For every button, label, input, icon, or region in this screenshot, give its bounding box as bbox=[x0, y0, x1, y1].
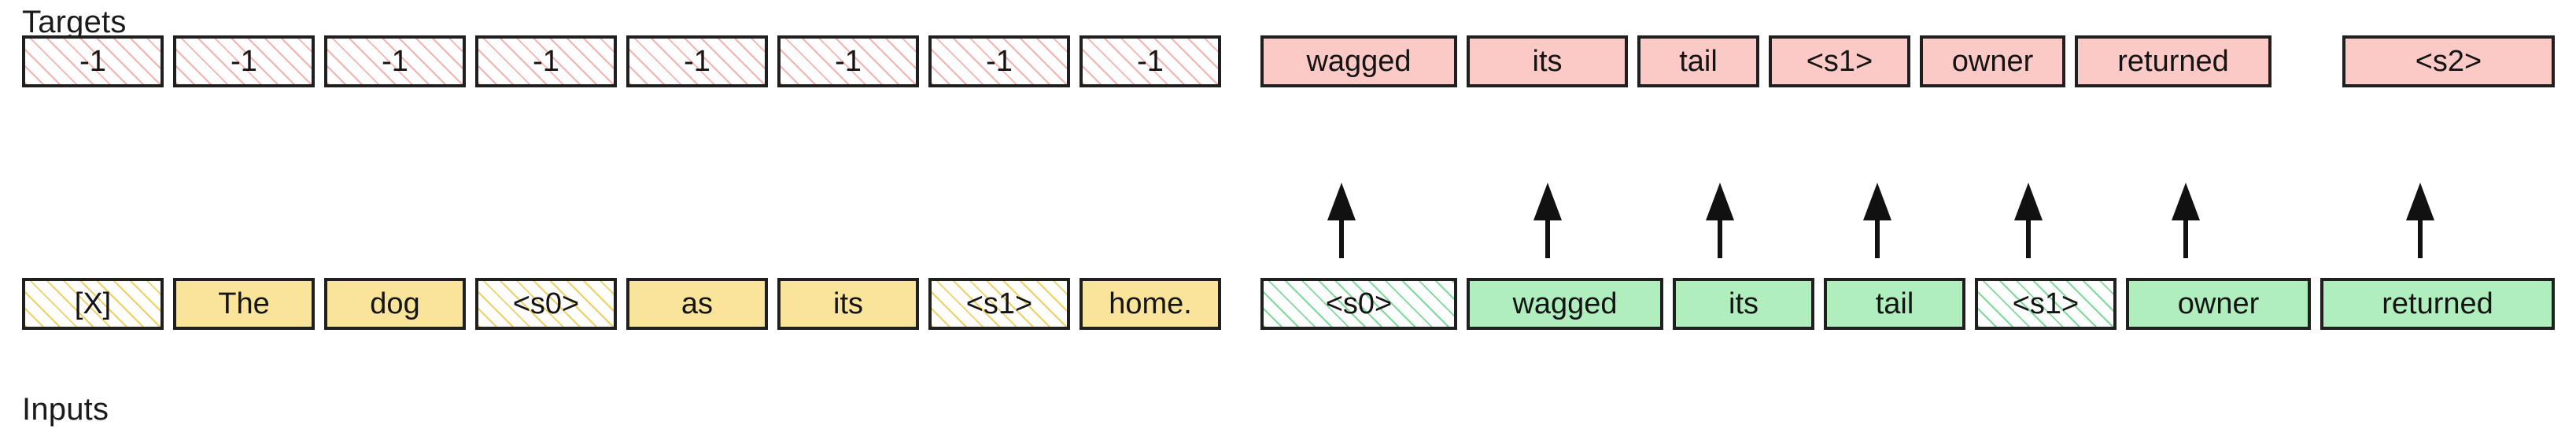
target-cell[interactable]: owner bbox=[1920, 35, 2065, 87]
input-cell[interactable]: dog bbox=[324, 278, 466, 330]
input-cell[interactable]: <s1> bbox=[928, 278, 1070, 330]
target-cell[interactable]: -1 bbox=[22, 35, 164, 87]
input-cell[interactable]: as bbox=[626, 278, 768, 330]
input-cell[interactable]: <s0> bbox=[1260, 278, 1457, 330]
input-cell[interactable]: returned bbox=[2320, 278, 2555, 330]
arrow-wagged-icon bbox=[1324, 183, 1359, 258]
input-cell[interactable]: its bbox=[777, 278, 919, 330]
target-cell-label: tail bbox=[1679, 45, 1718, 78]
arrow-owner-icon bbox=[2011, 183, 2046, 258]
input-cell-label: as bbox=[681, 287, 714, 320]
target-cell-label: -1 bbox=[79, 45, 106, 78]
target-cell[interactable]: -1 bbox=[324, 35, 466, 87]
arrow-s1-icon bbox=[1860, 183, 1895, 258]
target-cell-label: -1 bbox=[684, 45, 710, 78]
target-cell-label: <s2> bbox=[2415, 45, 2482, 78]
input-cell-label: <s0> bbox=[1325, 287, 1393, 320]
target-cell[interactable]: tail bbox=[1637, 35, 1759, 87]
input-cell-label: its bbox=[833, 287, 863, 320]
input-cell[interactable]: owner bbox=[2126, 278, 2311, 330]
arrow-s2-icon bbox=[2403, 183, 2438, 258]
target-cell-label: -1 bbox=[382, 45, 408, 78]
target-cell[interactable]: -1 bbox=[928, 35, 1070, 87]
input-cell-label: The bbox=[218, 287, 270, 320]
target-cell[interactable]: -1 bbox=[1079, 35, 1221, 87]
input-cell-label: owner bbox=[2177, 287, 2260, 320]
input-cell-label: dog bbox=[370, 287, 420, 320]
target-cell[interactable]: -1 bbox=[475, 35, 617, 87]
input-cell-label: its bbox=[1729, 287, 1759, 320]
target-cell[interactable]: returned bbox=[2075, 35, 2272, 87]
input-cell-label: wagged bbox=[1512, 287, 1618, 320]
input-cell[interactable]: its bbox=[1673, 278, 1814, 330]
target-cell-label: <s1> bbox=[1806, 45, 1873, 78]
arrow-returned-icon bbox=[2168, 183, 2203, 258]
targets-row-label: Targets bbox=[22, 5, 127, 39]
target-cell-label: -1 bbox=[533, 45, 559, 78]
target-cell-label: returned bbox=[2117, 45, 2229, 78]
arrow-tail-icon bbox=[1703, 183, 1737, 258]
input-cell-label: <s1> bbox=[965, 287, 1033, 320]
target-cell[interactable]: its bbox=[1467, 35, 1628, 87]
target-cell-label: -1 bbox=[835, 45, 862, 78]
input-cell-label: <s1> bbox=[2012, 287, 2080, 320]
target-cell-label: its bbox=[1532, 45, 1563, 78]
target-cell[interactable]: -1 bbox=[173, 35, 315, 87]
target-cell[interactable]: -1 bbox=[626, 35, 768, 87]
input-cell-label: returned bbox=[2382, 287, 2493, 320]
input-cell[interactable]: wagged bbox=[1467, 278, 1663, 330]
input-cell[interactable]: The bbox=[173, 278, 315, 330]
target-cell[interactable]: -1 bbox=[777, 35, 919, 87]
input-cell-label: home. bbox=[1109, 287, 1192, 320]
input-cell[interactable]: tail bbox=[1824, 278, 1965, 330]
target-cell-label: wagged bbox=[1306, 45, 1412, 78]
input-cell[interactable]: <s0> bbox=[475, 278, 617, 330]
input-cell-label: <s0> bbox=[512, 287, 580, 320]
input-cell-label: [X] bbox=[74, 287, 112, 320]
target-cell-label: -1 bbox=[231, 45, 257, 78]
input-cell[interactable]: <s1> bbox=[1975, 278, 2117, 330]
target-cell[interactable]: <s1> bbox=[1769, 35, 1910, 87]
target-cell-label: -1 bbox=[986, 45, 1013, 78]
target-cell-label: owner bbox=[1951, 45, 2034, 78]
input-cell-label: tail bbox=[1875, 287, 1914, 320]
inputs-row-label: Inputs bbox=[22, 392, 109, 427]
target-cell-label: -1 bbox=[1137, 45, 1164, 78]
target-cell[interactable]: wagged bbox=[1260, 35, 1457, 87]
target-cell[interactable]: <s2> bbox=[2342, 35, 2555, 87]
input-cell[interactable]: home. bbox=[1079, 278, 1221, 330]
input-cell[interactable]: [X] bbox=[22, 278, 164, 330]
arrow-its-icon bbox=[1530, 183, 1565, 258]
